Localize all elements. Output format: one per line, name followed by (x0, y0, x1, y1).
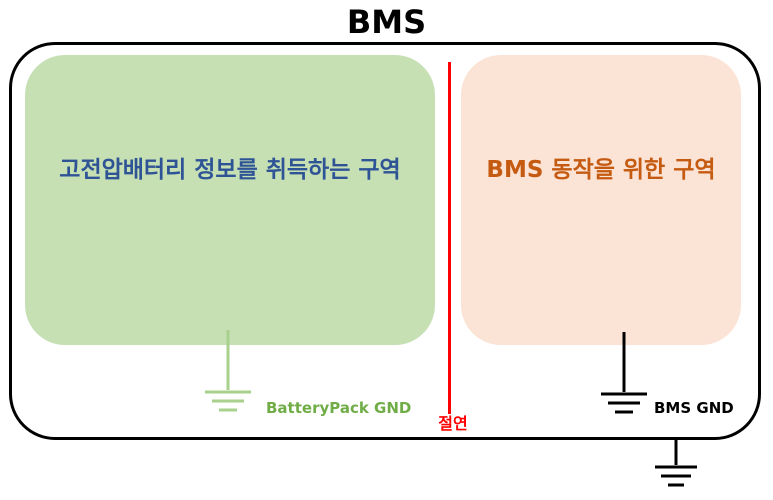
bms-ground-icon (601, 332, 647, 414)
diagram-title: BMS (346, 3, 427, 41)
isolation-label: 절연 (438, 414, 468, 433)
hv-battery-zone: 고전압배터리 정보를 취득하는 구역 (25, 55, 435, 345)
isolation-divider (448, 62, 451, 414)
hv-battery-zone-label: 고전압배터리 정보를 취득하는 구역 (59, 157, 401, 183)
battery-ground-icon (205, 330, 251, 412)
bms-ground-label: BMS GND (654, 399, 734, 417)
battery-ground-label: BatteryPack GND (266, 399, 412, 417)
bms-operation-zone: BMS 동작을 위한 구역 (461, 55, 741, 345)
chassis-ground-icon (655, 440, 697, 487)
bms-operation-zone-label: BMS 동작을 위한 구역 (486, 157, 716, 183)
